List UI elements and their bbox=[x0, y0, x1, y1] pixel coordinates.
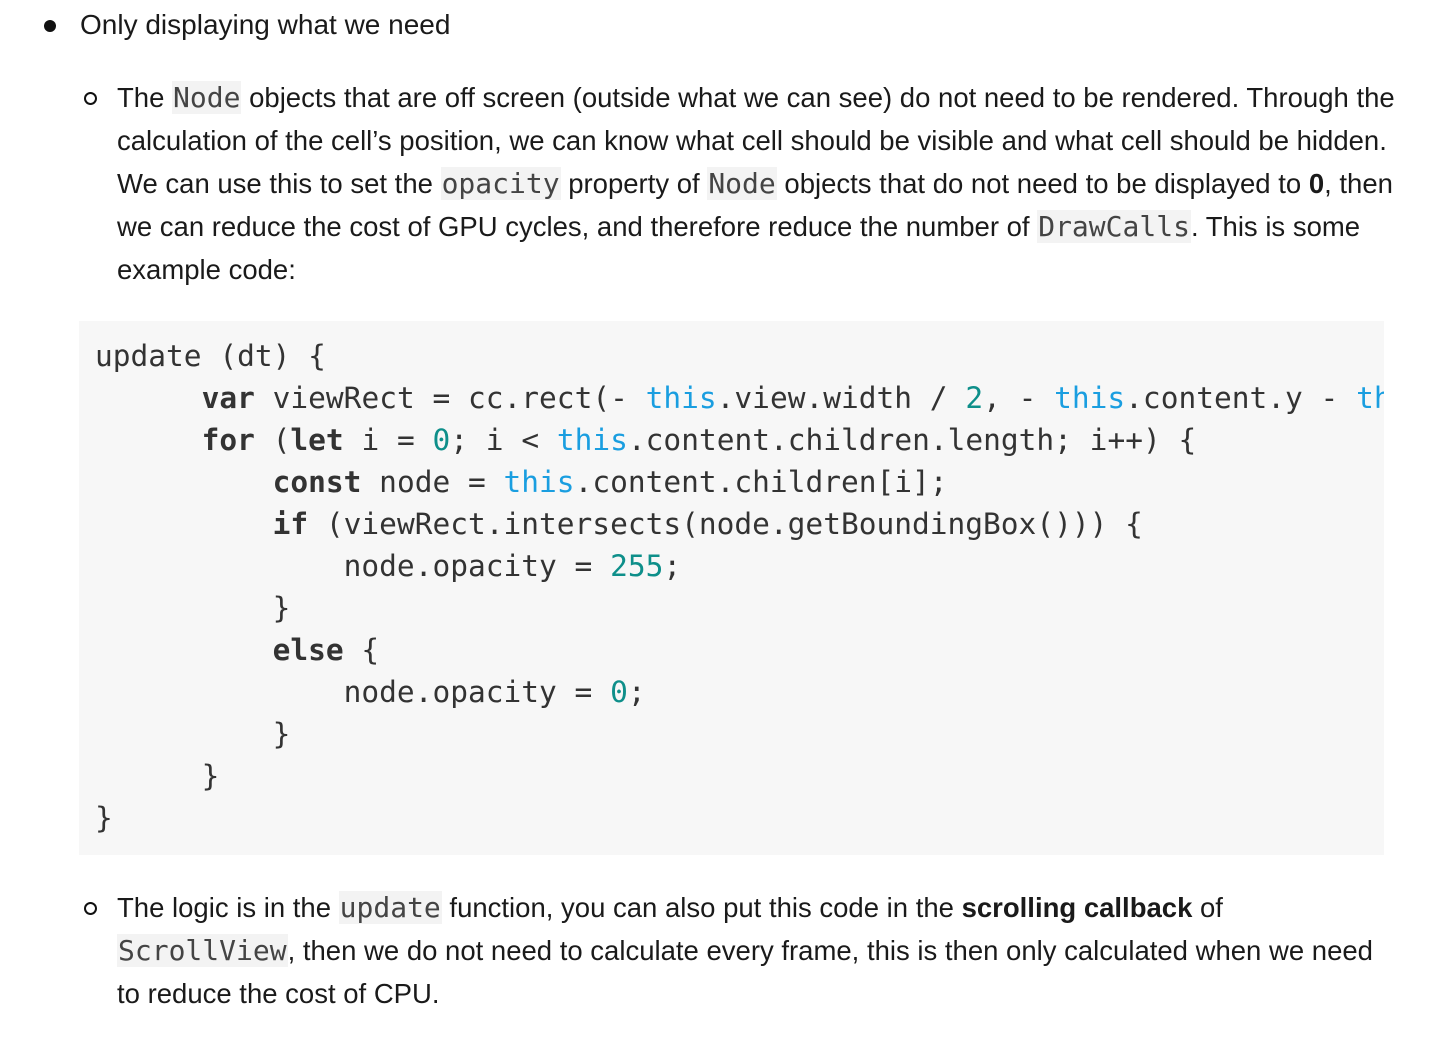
code-token: if bbox=[272, 507, 309, 541]
code-token: 2 bbox=[965, 381, 984, 415]
code-token: this bbox=[503, 465, 575, 499]
bold-text: 0 bbox=[1308, 168, 1325, 199]
text: , then we do not need to calculate every… bbox=[117, 935, 1373, 1009]
code-block: update (dt) { var viewRect = cc.rect(- t… bbox=[79, 321, 1384, 855]
inline-code: Node bbox=[707, 167, 777, 200]
code-token: this bbox=[556, 423, 628, 457]
code-token: } bbox=[95, 717, 291, 751]
bullet-item: Only displaying what we need bbox=[44, 6, 450, 44]
code-line: for (let i = 0; i < this.content.childre… bbox=[95, 419, 1384, 461]
code-line: } bbox=[95, 755, 1384, 797]
code-token: viewRect = cc.rect(- bbox=[254, 381, 646, 415]
text: objects that are off screen (outside wha… bbox=[117, 82, 1395, 199]
code-token: , - bbox=[983, 381, 1055, 415]
code-token: this bbox=[645, 381, 717, 415]
code-line: else { bbox=[95, 629, 1384, 671]
code-token: .content.children.length; i++) { bbox=[627, 423, 1197, 457]
text: , then we can reduce the cost of GPU cyc… bbox=[117, 168, 1393, 242]
code-token: .view.width / bbox=[716, 381, 966, 415]
code-token: const bbox=[272, 465, 362, 499]
inline-code: Node bbox=[172, 81, 242, 114]
code-token: } bbox=[95, 591, 291, 625]
code-line: var viewRect = cc.rect(- this.view.width… bbox=[95, 377, 1384, 419]
code-line: const node = this.content.children[i]; bbox=[95, 461, 1384, 503]
code-token: var bbox=[201, 381, 255, 415]
code-token: .content.y - bbox=[1125, 381, 1357, 415]
code-line: node.opacity = 0; bbox=[95, 671, 1384, 713]
text: The bbox=[117, 82, 173, 113]
code-token bbox=[95, 381, 202, 415]
code-line: } bbox=[95, 797, 1384, 839]
code-line: } bbox=[95, 713, 1384, 755]
code-token bbox=[95, 633, 273, 667]
code-token: this bbox=[1356, 381, 1384, 415]
bold-text: scrolling callback bbox=[961, 892, 1193, 923]
text: The logic is in the bbox=[117, 892, 339, 923]
code-token: node = bbox=[361, 465, 504, 499]
code-token: ( bbox=[254, 423, 291, 457]
code-line: } bbox=[95, 587, 1384, 629]
text: . This is some example code: bbox=[117, 211, 1361, 285]
bullet-heading: Only displaying what we need bbox=[80, 9, 451, 40]
code-token bbox=[95, 465, 273, 499]
code-token: else bbox=[272, 633, 344, 667]
code-line: node.opacity = 255; bbox=[95, 545, 1384, 587]
code-token: for bbox=[201, 423, 255, 457]
code-token: ; bbox=[663, 549, 682, 583]
code-token: { bbox=[343, 633, 380, 667]
code-token: i = bbox=[343, 423, 433, 457]
inline-code: opacity bbox=[440, 167, 561, 200]
inline-code: update bbox=[338, 891, 442, 924]
circle-bullet-icon bbox=[84, 92, 97, 105]
text: function, you can also put this code in … bbox=[441, 892, 962, 923]
code-token: .content.children[i]; bbox=[574, 465, 948, 499]
circle-bullet-icon bbox=[84, 902, 97, 915]
code-token: update (dt) { bbox=[95, 339, 326, 373]
code-line: if (viewRect.intersects(node.getBounding… bbox=[95, 503, 1384, 545]
paragraph-rendering: The Node objects that are off screen (ou… bbox=[84, 76, 1397, 291]
code-token: 0 bbox=[610, 675, 628, 709]
bullet-dot-icon bbox=[44, 20, 56, 32]
text: objects that do not need to be displayed… bbox=[776, 168, 1309, 199]
text: property of bbox=[560, 168, 708, 199]
paragraph-logic: The logic is in the update function, you… bbox=[84, 886, 1397, 1015]
code-token: ; i < bbox=[450, 423, 557, 457]
code-token: ; bbox=[627, 675, 646, 709]
code-text: update (dt) { var viewRect = cc.rect(- t… bbox=[79, 321, 1384, 839]
inline-code: ScrollView bbox=[117, 934, 288, 967]
code-token: this bbox=[1054, 381, 1126, 415]
text: of bbox=[1192, 892, 1223, 923]
code-token: } bbox=[95, 801, 113, 835]
code-token: } bbox=[95, 759, 220, 793]
code-line: update (dt) { bbox=[95, 335, 1384, 377]
code-token: 0 bbox=[432, 423, 451, 457]
code-token: (viewRect.intersects(node.getBoundingBox… bbox=[308, 507, 1143, 541]
code-token: node.opacity = bbox=[95, 549, 611, 583]
inline-code: DrawCalls bbox=[1037, 210, 1191, 243]
code-token: 255 bbox=[610, 549, 664, 583]
code-token: node.opacity = bbox=[95, 675, 611, 709]
code-token bbox=[95, 507, 273, 541]
code-token bbox=[95, 423, 202, 457]
code-token: let bbox=[290, 423, 344, 457]
